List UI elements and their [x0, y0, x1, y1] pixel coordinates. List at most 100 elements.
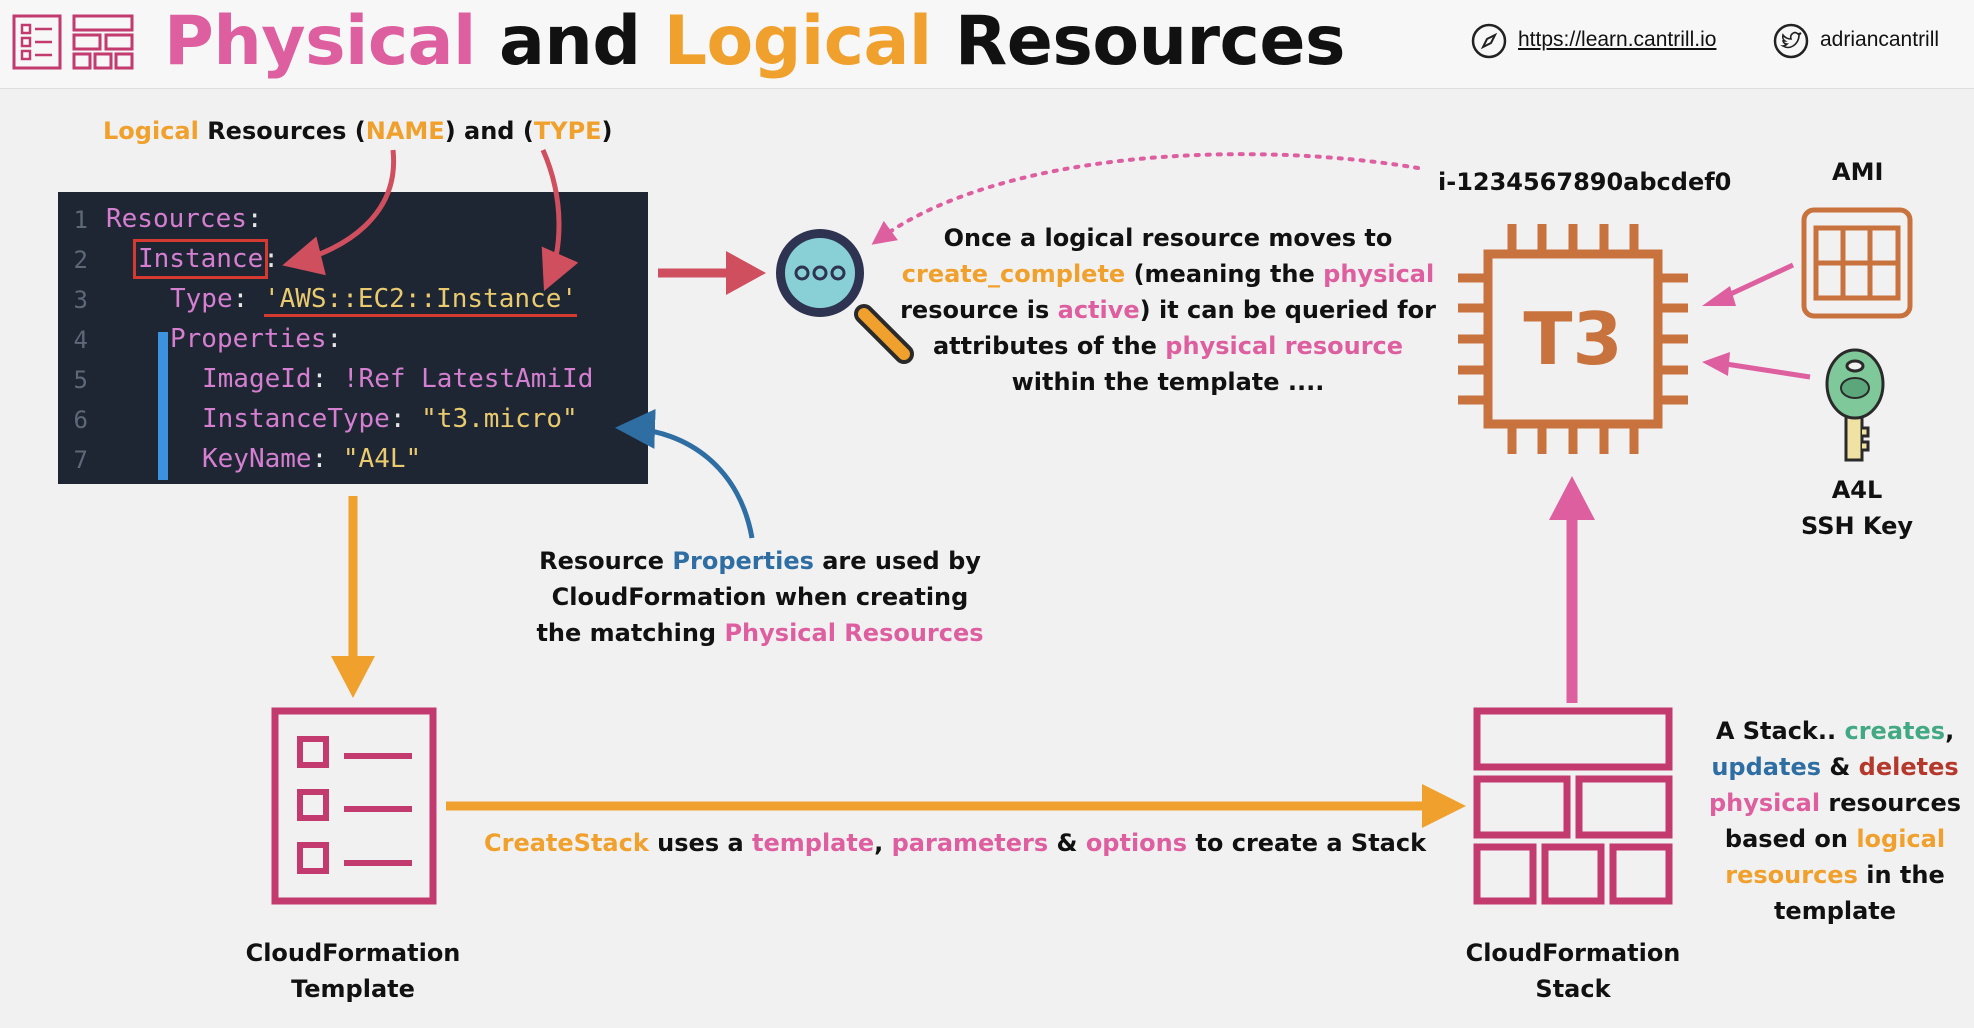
stack-note-text: in the: [1857, 861, 1945, 889]
title-resources: Resources: [931, 2, 1346, 81]
options-term: options: [1085, 829, 1188, 857]
createstack-text: uses a: [648, 829, 753, 857]
stack-label-line-1: CloudFormation: [1465, 939, 1681, 967]
create-complete-term: create_complete: [901, 260, 1126, 288]
imageid-value: !Ref LatestAmiId: [342, 364, 594, 394]
line-number: 2: [73, 246, 88, 274]
query-note-line-1: Once a logical resource moves to: [943, 224, 1393, 252]
query-note-line-3: resource is active) it can be queried fo…: [888, 292, 1448, 328]
twitter-icon: [1773, 23, 1809, 59]
key-icon: [1825, 348, 1885, 462]
title-logical: Logical: [663, 2, 933, 81]
chip-icon: [1458, 224, 1688, 454]
label-logical: Logical: [103, 117, 199, 145]
instance-key: Instance: [132, 239, 269, 279]
resources-key: Resources: [106, 204, 247, 234]
query-note-text: ) it can be queried for: [1139, 296, 1436, 324]
label-and: ) and (: [444, 117, 534, 145]
ami-grid-icon: [1801, 207, 1913, 319]
template-label: CloudFormation Template: [228, 935, 478, 1007]
line-number: 5: [73, 366, 88, 394]
page-title: Physical and Logical Resources: [164, 2, 1345, 81]
stack-grid-icon: [1473, 707, 1673, 905]
template-list-icon: [271, 707, 437, 905]
type-arrow: [540, 148, 579, 292]
createstack-text: &: [1048, 829, 1086, 857]
keyname-value: "A4L": [342, 444, 422, 474]
code-to-template-arrowhead: [331, 656, 375, 698]
template-term: template: [752, 829, 875, 857]
colon: :: [232, 284, 249, 314]
stack-note-line-4: based on logical: [1700, 821, 1970, 857]
properties-key: Properties: [170, 324, 327, 354]
resources-term: resources: [1725, 861, 1858, 889]
colon: :: [263, 244, 279, 274]
stack-note-text: ,: [1945, 717, 1955, 745]
stack-note-text: based on: [1724, 825, 1857, 853]
site-url-link[interactable]: https://learn.cantrill.io: [1518, 28, 1717, 51]
template-label-line-2: Template: [291, 975, 415, 1003]
properties-note-line-2: CloudFormation when creating: [551, 583, 969, 611]
logical-resources-label: Logical Resources (NAME) and (TYPE): [103, 113, 613, 149]
code-line-4: Properties:: [170, 324, 342, 354]
chip-label: T3: [1523, 297, 1623, 381]
stack-note-line-3: physical resources: [1700, 785, 1970, 821]
query-note-line-5: within the template ....: [1011, 368, 1325, 396]
stack-label-line-2: Stack: [1535, 975, 1611, 1003]
code-line-5: ImageId: !Ref LatestAmiId: [202, 364, 593, 394]
properties-note-text: Resource: [539, 547, 673, 575]
colon: :: [311, 364, 328, 394]
title-and: and: [475, 2, 664, 81]
name-arrow: [282, 149, 397, 276]
updates-term: updates: [1711, 753, 1822, 781]
createstack-term: CreateStack: [484, 829, 649, 857]
query-note-text: resource is: [900, 296, 1058, 324]
query-note-line-2: create_complete (meaning the physical: [888, 256, 1448, 292]
instancetype-value: "t3.micro": [421, 404, 578, 434]
code-to-query-arrowhead: [726, 251, 766, 295]
label-resources: Resources (: [198, 117, 366, 145]
twitter-handle[interactable]: adriancantrill: [1820, 28, 1940, 51]
line-number: 7: [73, 446, 88, 474]
line-number: 6: [73, 406, 88, 434]
properties-arrow: [615, 408, 755, 539]
properties-note-line-1: Resource Properties are used by: [520, 543, 1000, 579]
active-term: active: [1057, 296, 1140, 324]
title-physical: Physical: [164, 2, 476, 81]
header-bar: Physical and Logical Resources https://l…: [0, 0, 1974, 89]
instance-id-query-arrow: [871, 152, 1420, 245]
properties-note: Resource Properties are used by CloudFor…: [520, 543, 1000, 651]
physical-resource-term: physical resource: [1165, 332, 1404, 360]
creates-term: creates: [1844, 717, 1946, 745]
stack-note: A Stack.. creates, updates & deletes phy…: [1700, 713, 1970, 929]
key-label: A4L SSH Key: [1782, 472, 1932, 544]
key-to-chip-arrow: [1725, 361, 1811, 380]
code-line-1: Resources:: [106, 204, 263, 234]
properties-note-text: the matching: [536, 619, 725, 647]
stack-note-line-5: resources in the: [1700, 857, 1970, 893]
stack-to-chip-arrowhead: [1549, 476, 1595, 520]
indent-guide: [158, 332, 168, 480]
code-line-2: Instance:: [132, 239, 279, 279]
colon: :: [311, 444, 328, 474]
template-label-line-1: CloudFormation: [245, 939, 461, 967]
ami-to-chip-arrowhead: [1702, 286, 1736, 306]
stack-note-text: &: [1821, 753, 1859, 781]
type-value: 'AWS::EC2::Instance': [263, 284, 578, 317]
query-note-text: (meaning the: [1125, 260, 1324, 288]
code-line-7: KeyName: "A4L": [202, 444, 421, 474]
properties-note-text: are used by: [813, 547, 981, 575]
properties-term: Properties: [672, 547, 814, 575]
label-type: TYPE: [533, 117, 602, 145]
list-icon: [12, 14, 62, 70]
keyname-key: KeyName: [202, 444, 312, 474]
layout-icon: [72, 14, 134, 70]
key-label-line-1: A4L: [1831, 476, 1883, 504]
code-line-3: Type: 'AWS::EC2::Instance': [170, 284, 578, 317]
template-to-stack-arrowhead: [1422, 784, 1466, 828]
physical-term: physical: [1708, 789, 1821, 817]
stack-note-line-6: template: [1773, 897, 1897, 925]
ami-label: AMI: [1832, 158, 1884, 186]
properties-note-line-3: the matching Physical Resources: [520, 615, 1000, 651]
stack-note-line-2: updates & deletes: [1700, 749, 1970, 785]
